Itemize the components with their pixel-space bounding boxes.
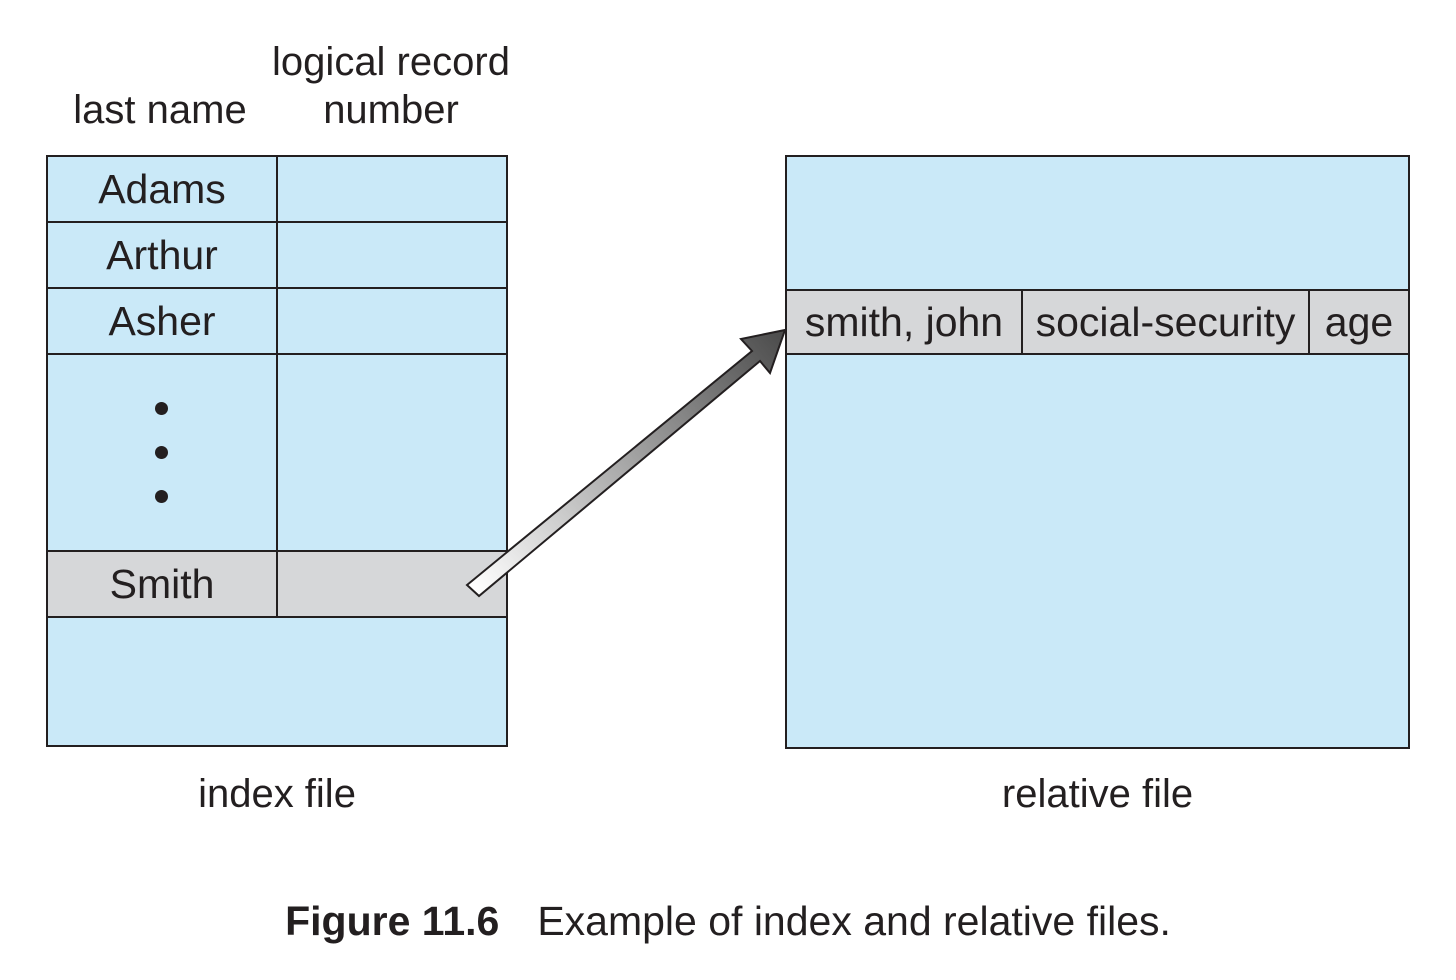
relative-file-box: smith, john social-security age: [785, 155, 1410, 749]
index-name-cell: Smith: [109, 560, 215, 607]
index-name-cell: Asher: [108, 297, 216, 344]
record-field-name: smith, john: [787, 291, 1023, 353]
index-row-asher: Asher: [48, 289, 506, 355]
record-field-age: age: [1324, 298, 1394, 345]
relative-file-label: relative file: [1001, 772, 1194, 816]
ellipsis-dot: [155, 446, 168, 459]
figure-number: Figure 11.6: [285, 898, 500, 944]
ellipsis-dot: [155, 490, 168, 503]
figure-caption-text: Example of index and relative files.: [537, 898, 1171, 944]
column-header-number: number: [323, 88, 459, 132]
ellipsis-dot: [155, 402, 168, 415]
index-name-cell: Adams: [98, 165, 226, 212]
index-column-divider: [276, 552, 278, 616]
relative-record-row: smith, john social-security age: [787, 289, 1408, 355]
column-header-last-name: last name: [73, 88, 247, 132]
index-column-divider: [276, 157, 278, 618]
index-file-label: index file: [198, 772, 356, 816]
figure-caption: Figure 11.6 Example of index and relative…: [0, 898, 1456, 945]
index-row-adams: Adams: [48, 157, 506, 223]
index-row-smith: Smith: [48, 550, 506, 618]
record-field-ssn: social-security: [1023, 291, 1310, 353]
column-header-logical-record: logical record: [272, 40, 510, 84]
index-name-cell: Arthur: [106, 231, 218, 278]
index-file-table: Adams Arthur Asher Smith: [46, 155, 508, 747]
index-row-arthur: Arthur: [48, 223, 506, 289]
